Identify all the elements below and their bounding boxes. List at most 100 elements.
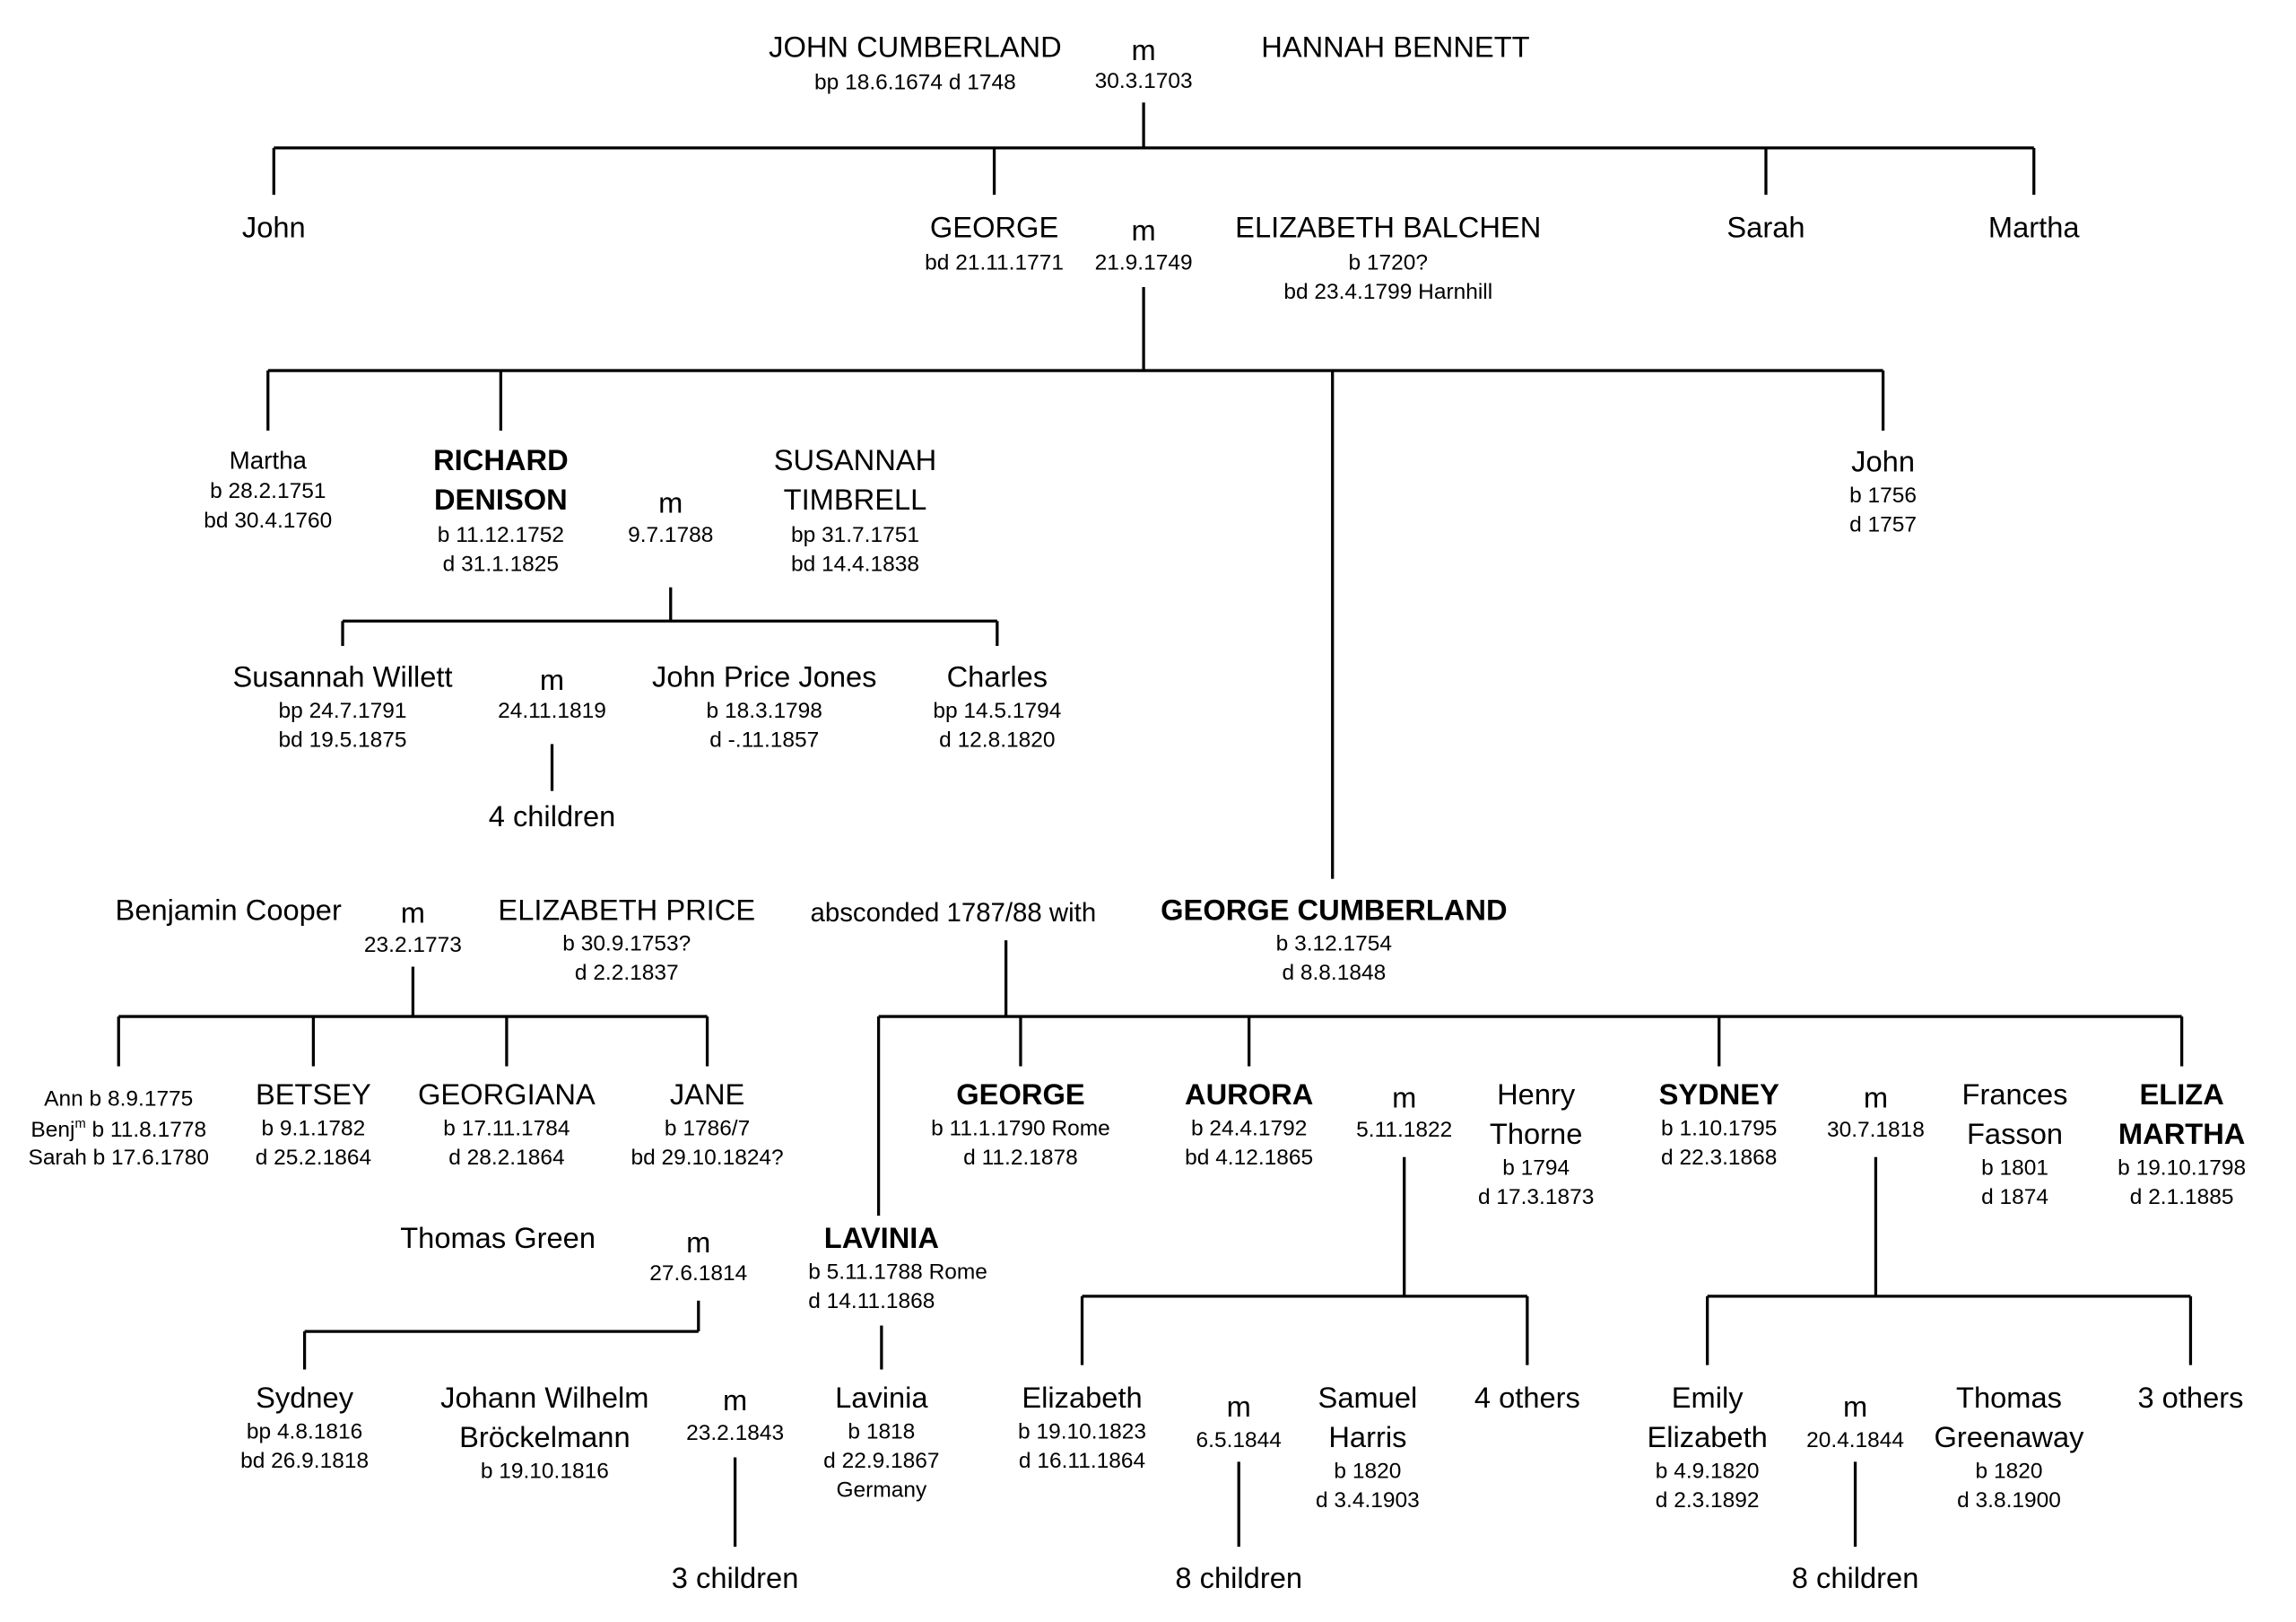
lavinia-name: LAVINIA: [823, 1223, 939, 1256]
others-count: 3 others: [2137, 1382, 2244, 1416]
charles-baptism: bp 14.5.1794: [933, 698, 1062, 724]
susannah-timbrell-name-line1: SUSANNAH: [773, 445, 937, 478]
martha-birth: b 28.2.1751: [210, 478, 326, 504]
george-jr-birth: b 11.1.1790 Rome: [931, 1116, 1110, 1141]
marriage-label: m: [686, 1227, 711, 1260]
benjamin-cooper-jr: Benjm b 11.8.1778: [30, 1116, 207, 1143]
aurora-name: AURORA: [1184, 1079, 1314, 1112]
aurora-burial: bd 4.12.1865: [1185, 1145, 1314, 1171]
jane-name: JANE: [669, 1079, 745, 1112]
richard-denison-name-line2: DENISON: [433, 484, 568, 518]
aurora-birth: b 24.4.1792: [1190, 1116, 1308, 1141]
john-cumberland-dates: bp 18.6.1674 d 1748: [814, 70, 1016, 96]
susannah-timbrell-name-line2: TIMBRELL: [783, 484, 927, 518]
johann-brockelmann-name-line1: Johann Wilhelm: [440, 1382, 649, 1416]
charles-name: Charles: [946, 661, 1048, 694]
lavinia-green-name: Lavinia: [835, 1382, 928, 1416]
sydney-green-name: Sydney: [256, 1382, 354, 1416]
johann-brockelmann-name-line2: Bröckelmann: [459, 1422, 631, 1455]
lavinia-birth: b 5.11.1788 Rome: [808, 1260, 987, 1285]
georgiana-birth: b 17.11.1784: [443, 1116, 570, 1141]
marriage-label: m: [658, 487, 683, 520]
richard-denison-birth: b 11.12.1752: [437, 522, 564, 548]
others-count: 4 others: [1474, 1382, 1580, 1416]
thomas-greenaway-name-line2: Greenaway: [1934, 1422, 2084, 1455]
samuel-harris-birth: b 1820: [1334, 1459, 1402, 1484]
marriage-date: 6.5.1844: [1196, 1427, 1282, 1453]
john-price-jones-name: John Price Jones: [652, 661, 877, 694]
frances-fasson-name-line1: Frances: [1961, 1079, 2068, 1112]
samuel-harris-name-line1: Samuel: [1318, 1382, 1418, 1416]
marriage-label: m: [1842, 1391, 1868, 1424]
jane-birth: b 1786/7: [664, 1116, 751, 1141]
charles-death: d 12.8.1820: [939, 728, 1056, 754]
sydney-death: d 22.3.1868: [1661, 1145, 1778, 1171]
marriage-label: m: [722, 1385, 748, 1418]
thomas-greenaway-name-line1: Thomas: [1956, 1382, 2062, 1416]
susannah-willett-name: Susannah Willett: [232, 661, 453, 694]
marriage-date: 21.9.1749: [1094, 250, 1193, 275]
george-cumberland-death: d 8.8.1848: [1282, 961, 1387, 986]
george-jr-name: GEORGE: [956, 1079, 1085, 1112]
frances-fasson-name-line2: Fasson: [1966, 1119, 2064, 1152]
susannah-willett-burial: bd 19.5.1875: [278, 728, 407, 754]
marriage-date: 30.3.1703: [1094, 68, 1193, 94]
marriage-date: 20.4.1844: [1806, 1427, 1905, 1453]
hannah-bennett-name: HANNAH BENNETT: [1261, 31, 1530, 65]
henry-thorne-name-line1: Henry: [1497, 1079, 1576, 1112]
marriage-label: m: [1392, 1082, 1417, 1115]
elizabeth-balchen-burial: bd 23.4.1799 Harnhill: [1283, 279, 1493, 305]
george-dates: bd 21.11.1771: [925, 250, 1064, 275]
lavinia-green-place: Germany: [836, 1478, 927, 1504]
lavinia-green-death: d 22.9.1867: [823, 1448, 940, 1474]
richard-denison-name-line1: RICHARD: [433, 445, 569, 478]
children-count: 4 children: [488, 801, 616, 833]
children-count: 8 children: [1791, 1563, 1919, 1595]
henry-thorne-name-line2: Thorne: [1489, 1119, 1583, 1152]
lavinia-death: d 14.11.1868: [808, 1288, 935, 1314]
sarah-cooper: Sarah b 17.6.1780: [28, 1145, 210, 1171]
elizabeth-thorne-death: d 16.11.1864: [1018, 1448, 1146, 1474]
john-birth: b 1756: [1849, 483, 1918, 509]
lavinia-green-birth: b 1818: [848, 1419, 916, 1444]
benjamin-cooper-name: Benjamin Cooper: [115, 894, 342, 928]
martha-name: Martha: [229, 446, 307, 475]
elizabeth-balchen-birth: b 1720?: [1348, 250, 1429, 275]
george-jr-death: d 11.2.1878: [963, 1145, 1078, 1171]
betsey-death: d 25.2.1864: [255, 1145, 372, 1171]
susannah-timbrell-baptism: bp 31.7.1751: [790, 522, 919, 548]
thomas-green-name: Thomas Green: [400, 1223, 596, 1256]
betsey-birth: b 9.1.1782: [261, 1116, 366, 1141]
susannah-willett-baptism: bp 24.7.1791: [278, 698, 407, 724]
sydney-name: SYDNEY: [1658, 1079, 1779, 1112]
marriage-date: 5.11.1822: [1356, 1117, 1453, 1143]
johann-brockelmann-birth: b 19.10.1816: [480, 1459, 609, 1484]
john-death: d 1757: [1849, 512, 1918, 538]
betsey-name: BETSEY: [255, 1079, 371, 1112]
absconded-note: absconded 1787/88 with: [810, 897, 1097, 928]
jane-burial: bd 29.10.1824?: [631, 1145, 784, 1171]
marriage-date: 27.6.1814: [649, 1260, 748, 1286]
thomas-greenaway-death: d 3.8.1900: [1957, 1487, 2061, 1513]
susannah-timbrell-burial: bd 14.4.1838: [790, 552, 919, 578]
john-cumberland-name: JOHN CUMBERLAND: [769, 31, 1062, 65]
eliza-martha-name-line2: MARTHA: [2118, 1119, 2246, 1152]
elizabeth-price-death: d 2.2.1837: [574, 961, 679, 986]
children-count: 3 children: [671, 1563, 799, 1595]
george-cumberland-birth: b 3.12.1754: [1275, 931, 1393, 957]
marriage-label: m: [400, 897, 426, 930]
emily-elizabeth-death: d 2.3.1892: [1655, 1487, 1760, 1513]
martha-name: Martha: [1987, 212, 2080, 245]
samuel-harris-name-line2: Harris: [1328, 1422, 1407, 1455]
george-name: GEORGE: [929, 212, 1059, 245]
john-price-jones-death: d -.11.1857: [709, 728, 820, 754]
georgiana-death: d 28.2.1864: [448, 1145, 565, 1171]
john-price-jones-birth: b 18.3.1798: [706, 698, 822, 724]
thomas-greenaway-birth: b 1820: [1975, 1459, 2043, 1484]
george-cumberland-name: GEORGE CUMBERLAND: [1161, 894, 1508, 928]
marriage-date: 23.2.1773: [363, 932, 462, 958]
henry-thorne-birth: b 1794: [1502, 1155, 1570, 1181]
elizabeth-thorne-birth: b 19.10.1823: [1018, 1419, 1147, 1444]
